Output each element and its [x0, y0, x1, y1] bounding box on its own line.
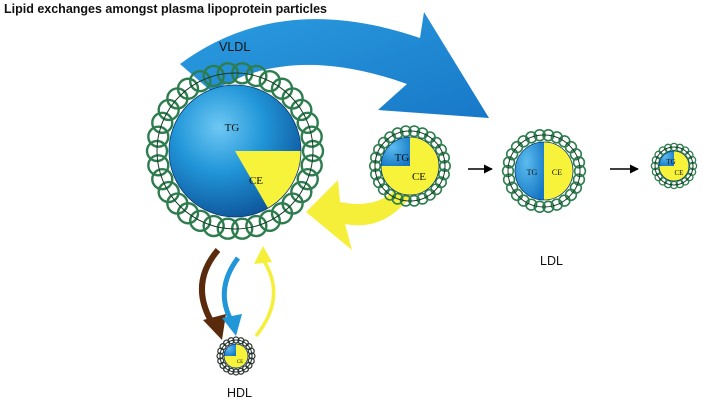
hdl-exchange-arrows — [199, 246, 276, 340]
vldl-particle: TG CE — [145, 62, 325, 240]
small-ldl-tg-label: TG — [666, 158, 675, 166]
ldl-particle: TG CE — [501, 129, 587, 213]
small-ldl-ce-label: CE — [675, 169, 684, 177]
vldl-label: VLDL — [219, 40, 251, 54]
ldl-label: LDL — [540, 254, 563, 268]
hdl-ce-label: CE — [237, 360, 243, 365]
diagram-title: Lipid exchanges amongst plasma lipoprote… — [4, 2, 327, 16]
ldl-ce-label: CE — [552, 168, 562, 177]
idl-tg-label: TG — [395, 152, 410, 164]
hdl-label: HDL — [227, 386, 253, 400]
vldl-ce-label: CE — [249, 175, 263, 187]
idl-ce-label: CE — [412, 171, 426, 183]
vldl-tg-label: TG — [225, 122, 240, 134]
hdl-particle: CE — [216, 336, 256, 376]
vldl-to-ldl-blue-arrow — [180, 12, 489, 118]
ldl-tg-label: TG — [527, 168, 538, 177]
